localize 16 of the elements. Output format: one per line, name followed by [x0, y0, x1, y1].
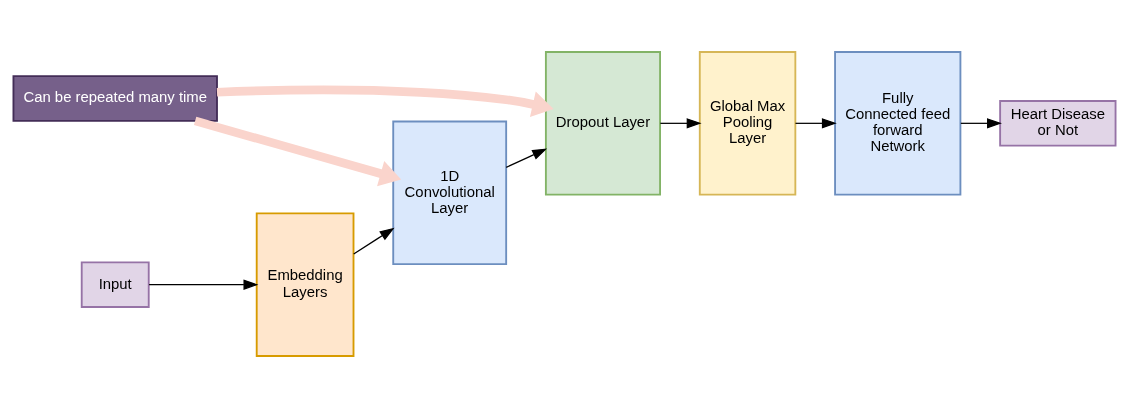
node-box: Heart Disease or Not [999, 99, 1117, 147]
node-box: Fully Connected feed forward Network [834, 50, 962, 196]
arrow [216, 85, 554, 117]
arrow [659, 117, 702, 129]
node-box: Input [80, 260, 150, 308]
arrow [505, 148, 548, 168]
arrow [193, 116, 402, 186]
arrow [353, 227, 395, 255]
node-box: Embedding Layers [255, 211, 355, 357]
node-box: 1D Convolutional Layer [392, 120, 508, 265]
node-box: Can be repeated many time [12, 74, 218, 122]
arrow [148, 278, 259, 290]
node-box: Global Max Pooling Layer [698, 50, 797, 196]
arrow [960, 117, 1002, 129]
arrow [794, 117, 837, 129]
node-box: Dropout Layer [544, 50, 661, 196]
